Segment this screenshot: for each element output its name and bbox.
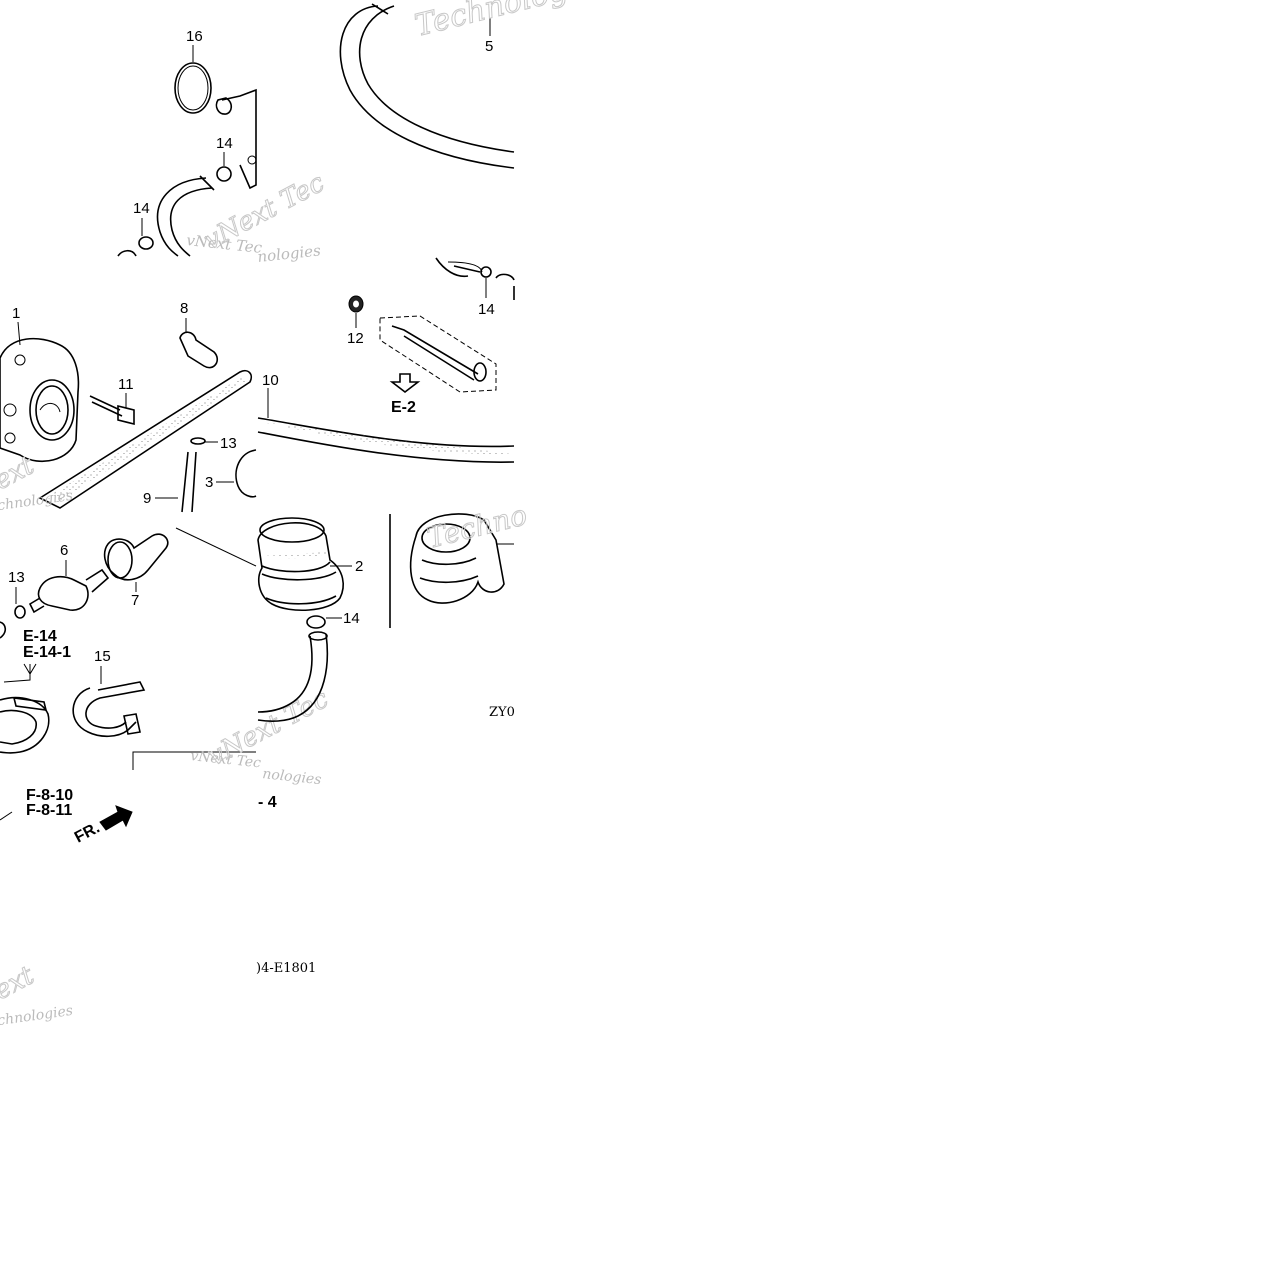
callout-14-c: 14: [478, 301, 495, 318]
callout-15: 15: [94, 648, 111, 665]
front-arrow-icon: [99, 805, 133, 831]
watermark-nologies-2: nologies: [262, 766, 323, 788]
reference-e-14[interactable]: E-14: [23, 628, 57, 645]
callout-3: 3: [205, 474, 213, 491]
callout-5: 5: [485, 38, 493, 55]
callout-11: 11: [118, 376, 134, 393]
strap-part-15: [72, 681, 146, 738]
reference-f-8-11[interactable]: F-8-11: [26, 802, 72, 819]
reference-f-8-10[interactable]: F-8-10: [26, 787, 73, 804]
watermark-nologies: nologies: [257, 241, 322, 266]
watermark-ext: ext: [0, 450, 40, 496]
tile-middle-left: 1 8 11 13 9 3 ext chnologie: [0, 241, 322, 514]
watermark-vnext-large-2: vNext Tec: [203, 684, 334, 772]
callout-12: 12: [347, 330, 364, 347]
watermark-vnext-2: vNext Tec: [190, 748, 262, 771]
watermark-technologies: Technologies: [411, 0, 612, 44]
grommet: [409, 513, 505, 604]
tile-middle-right: 14 12 E-2 10: [257, 257, 515, 463]
callout-2: 2: [355, 558, 363, 575]
callout-13-a: 13: [220, 435, 237, 452]
callout-16: 16: [186, 28, 203, 45]
callout-8: 8: [180, 300, 188, 317]
callout-14-a: 14: [216, 135, 233, 152]
tile-top-right: 5 Technologies: [339, 0, 613, 169]
callout-1: 1: [12, 305, 20, 322]
tile-bottom-left: 6 7 13 E-14 E-14-1 15 vNext Tec vNext: [0, 527, 334, 773]
stud-bolt: [391, 325, 479, 375]
watermark-ext-2: ext: [0, 960, 40, 1006]
reference-e-14-1[interactable]: E-14-1: [23, 644, 71, 661]
callout-14-b: 14: [133, 200, 150, 217]
clamp-part-8: [179, 331, 219, 369]
watermark-chnologies-2: chnologies: [0, 1003, 74, 1029]
reference-page-4: - 4: [258, 794, 277, 811]
watermark-techno: Techno: [424, 498, 531, 555]
fuel-filter-part-6: [37, 575, 89, 611]
callout-13-b: 13: [8, 569, 25, 586]
tile-lower-right: - 4 )4-E1801: [256, 794, 316, 976]
diagram-code-b: )4-E1801: [256, 961, 316, 976]
tile-bottom-right: 2 14 Techno ZY0 nologies: [257, 498, 531, 788]
callout-9: 9: [143, 490, 151, 507]
throttle-body-part-1: [0, 337, 80, 463]
tile-top-left: 16 14 14 vNext Tec vNext Tec: [117, 28, 330, 257]
callout-10: 10: [262, 372, 279, 389]
connector-part-7: [103, 533, 169, 581]
diagram-code-a: ZY0: [489, 705, 515, 720]
o-ring-part-16: [174, 62, 212, 114]
callout-7: 7: [131, 592, 139, 609]
canister-part-2: [257, 522, 344, 612]
callout-14-d: 14: [343, 610, 360, 627]
bolt-part-11: [89, 395, 123, 417]
reference-e-2[interactable]: E-2: [391, 399, 416, 416]
tile-lower-left: F-8-10 F-8-11 FR. ext chnologies: [0, 787, 133, 1029]
front-label: FR.: [72, 819, 103, 846]
callout-6: 6: [60, 542, 68, 559]
reference-arrow-down-icon: [389, 373, 421, 394]
